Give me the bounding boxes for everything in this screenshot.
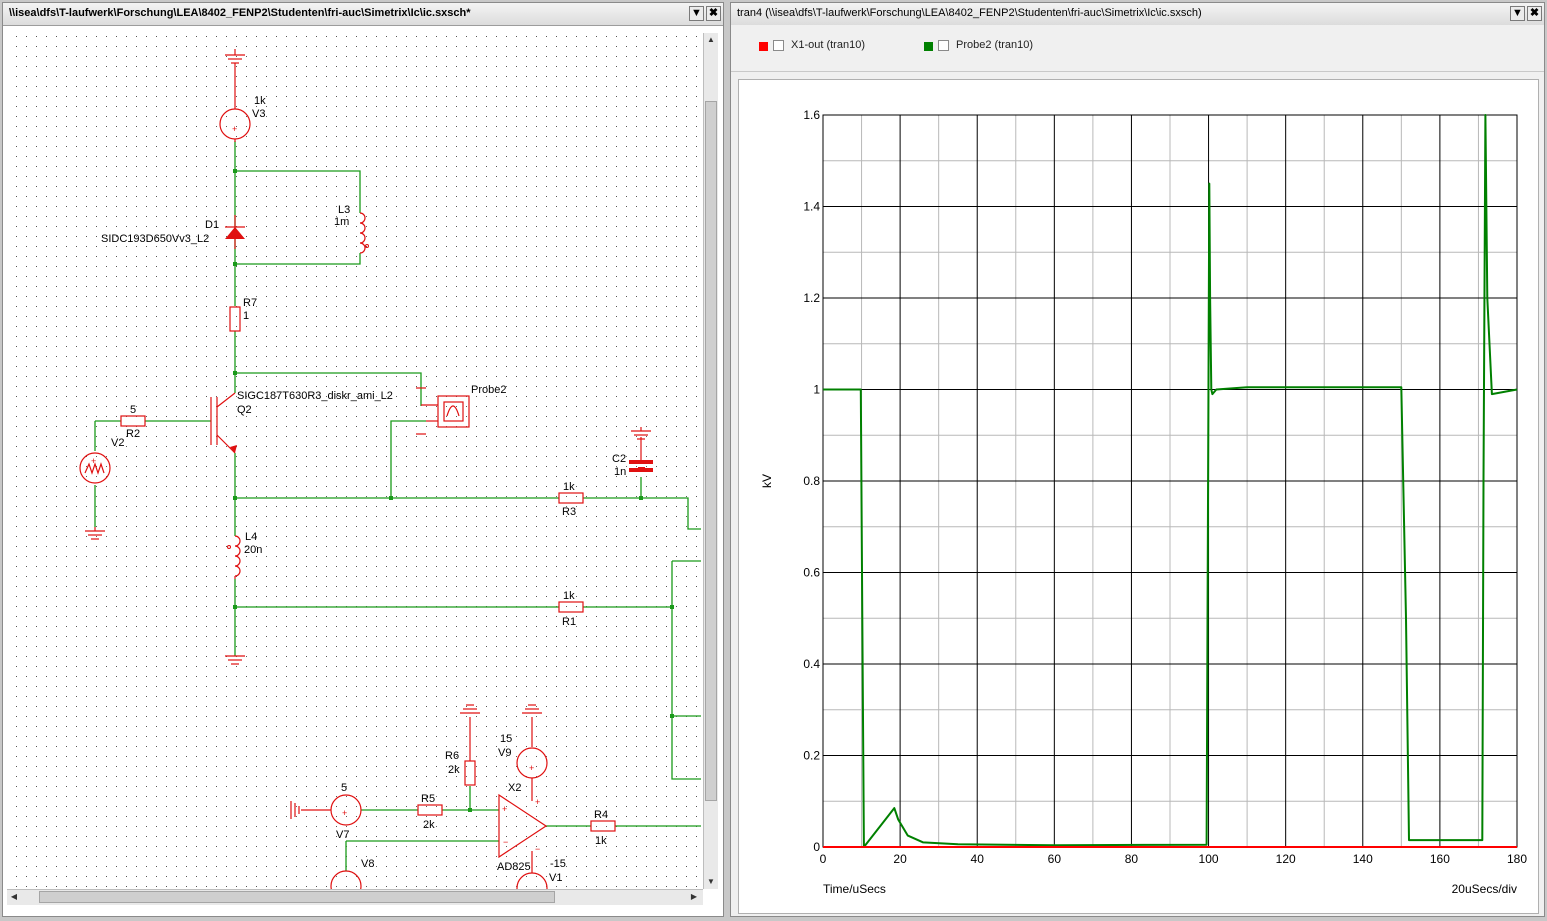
v1-name-label: V1 [549, 872, 562, 884]
scroll-right-icon[interactable]: ▶ [690, 892, 698, 901]
v8-name-label: V8 [361, 858, 374, 870]
x-scale-label: 20uSecs/div [1452, 882, 1517, 896]
schematic-horizontal-scrollbar[interactable]: ◀ ▶ [7, 889, 703, 905]
y-tick-label: 0.2 [803, 749, 820, 763]
y-tick-label: 1.4 [803, 200, 820, 214]
v9-value-label: 15 [500, 733, 512, 745]
l4-name-label: L4 [245, 531, 257, 543]
r2-name-label: R2 [126, 428, 140, 440]
horizontal-scroll-thumb[interactable] [39, 891, 555, 903]
r1-name-label: R1 [562, 616, 576, 628]
svg-text:+: + [529, 763, 534, 773]
y-tick-label: 0.6 [803, 566, 820, 580]
r7-name-label: R7 [243, 297, 257, 309]
r2-value-label: 5 [130, 404, 136, 416]
c2-value-label: 1n [614, 466, 626, 478]
v7-name-label: V7 [336, 829, 349, 841]
l3-value-label: 1m [334, 216, 349, 228]
v3-name-label: V3 [252, 108, 265, 120]
close-icon[interactable]: ✖ [706, 6, 721, 21]
y-tick-label: 0.8 [803, 474, 820, 488]
x-tick-label: 20 [893, 852, 907, 866]
l4-value-label: 20n [244, 544, 262, 556]
x-tick-label: 60 [1048, 852, 1062, 866]
vertical-scroll-thumb[interactable] [705, 101, 717, 801]
scroll-up-icon[interactable]: ▲ [707, 35, 715, 44]
y-tick-label: 0.4 [803, 657, 820, 671]
v2-name-label: V2 [111, 437, 124, 449]
chevron-down-icon[interactable]: ▼ [1510, 6, 1525, 21]
scroll-down-icon[interactable]: ▼ [707, 877, 715, 886]
r4-name-label: R4 [594, 809, 608, 821]
svg-text:+: + [502, 804, 507, 814]
d1-name-label: D1 [205, 219, 219, 231]
y-tick-label: 1.2 [803, 291, 820, 305]
r5-value-label: 2k [423, 819, 435, 831]
x-tick-label: 160 [1430, 852, 1450, 866]
x2-name-label: X2 [508, 782, 521, 794]
svg-text:+: + [232, 124, 237, 134]
scroll-left-icon[interactable]: ◀ [10, 892, 18, 901]
q2-name-label: Q2 [237, 404, 252, 416]
transient-plot: 0 20 40 60 80 100 120 140 160 180 0 0.2 0.4 0.6 0.8 1 1.… [760, 108, 1527, 896]
y-tick-label: 0 [813, 840, 820, 854]
r4-value-label: 1k [595, 835, 607, 847]
r3-value-label: 1k [563, 481, 575, 493]
x-tick-label: 80 [1125, 852, 1139, 866]
r1-value-label: 1k [563, 590, 575, 602]
svg-text:+: + [342, 808, 347, 818]
x2-model-label: AD825 [497, 861, 531, 873]
r6-name-label: R6 [445, 750, 459, 762]
legend-item-probe2[interactable]: Probe2 (tran10) [924, 39, 1064, 55]
schematic-window: \\isea\dfs\T-laufwerk\Forschung\LEA\8402… [2, 2, 724, 917]
v9-name-label: V9 [498, 747, 511, 759]
r5-name-label: R5 [421, 793, 435, 805]
l3-name-label: L3 [338, 204, 350, 216]
d1-model-label: SIDC193D650Vv3_L2 [101, 233, 209, 245]
graph-legend: X1-out (tran10) Probe2 (tran10) [731, 25, 1544, 72]
legend-label-x1-out: X1-out (tran10) [791, 39, 865, 51]
close-icon[interactable]: ✖ [1527, 6, 1542, 21]
v3-value-label: 1k [254, 95, 266, 107]
legend-item-x1-out[interactable]: X1-out (tran10) [759, 39, 899, 55]
chevron-down-icon[interactable]: ▼ [689, 6, 704, 21]
x-tick-label: 100 [1199, 852, 1219, 866]
legend-checkbox-probe2[interactable] [938, 40, 949, 51]
v1-value-label: -15 [550, 858, 566, 870]
svg-text:+: + [91, 456, 96, 466]
legend-swatch-red [759, 42, 768, 51]
schematic-title: \\isea\dfs\T-laufwerk\Forschung\LEA\8402… [9, 7, 471, 19]
schematic-titlebar: \\isea\dfs\T-laufwerk\Forschung\LEA\8402… [3, 3, 723, 26]
y-tick-label: 1.6 [803, 108, 820, 122]
graph-window: tran4 (\\isea\dfs\T-laufwerk\Forschung\L… [730, 2, 1545, 917]
graph-titlebar: tran4 (\\isea\dfs\T-laufwerk\Forschung\L… [731, 3, 1544, 26]
r7-value-label: 1 [243, 310, 249, 322]
x-tick-label: 140 [1353, 852, 1373, 866]
schematic-canvas[interactable]: + + + − + − + + 1k V3 D1 SIDC193D650Vv3_… [7, 33, 703, 889]
c2-name-label: C2 [612, 453, 626, 465]
v7-value-label: 5 [341, 782, 347, 794]
graph-title: tran4 (\\isea\dfs\T-laufwerk\Forschung\L… [737, 7, 1202, 19]
x-tick-label: 0 [820, 852, 827, 866]
x-tick-label: 180 [1507, 852, 1527, 866]
legend-label-probe2: Probe2 (tran10) [956, 39, 1034, 51]
plot-area[interactable]: 0 20 40 60 80 100 120 140 160 180 0 0.2 0.4 0.6 0.8 1 1.… [738, 79, 1539, 914]
svg-text:+: + [535, 797, 540, 807]
schematic-drawing: + + + − + − + + 1k V3 D1 SIDC193D650Vv3_… [7, 33, 703, 889]
probe2-label: Probe2 [471, 384, 506, 396]
legend-checkbox-x1-out[interactable] [773, 40, 784, 51]
series-line [823, 114, 1518, 848]
legend-swatch-green [924, 42, 933, 51]
x-tick-label: 120 [1276, 852, 1296, 866]
x-tick-label: 40 [971, 852, 985, 866]
svg-text:−: − [503, 837, 508, 847]
x-axis-label: Time/uSecs [823, 882, 886, 896]
r6-value-label: 2k [448, 764, 460, 776]
svg-text:−: − [535, 844, 540, 854]
schematic-vertical-scrollbar[interactable]: ▲ ▼ [703, 33, 718, 889]
r3-name-label: R3 [562, 506, 576, 518]
q2-model-label: SIGC187T630R3_diskr_ami_L2 [237, 390, 393, 402]
y-tick-label: 1 [813, 383, 820, 397]
y-axis-label: kV [760, 474, 774, 488]
